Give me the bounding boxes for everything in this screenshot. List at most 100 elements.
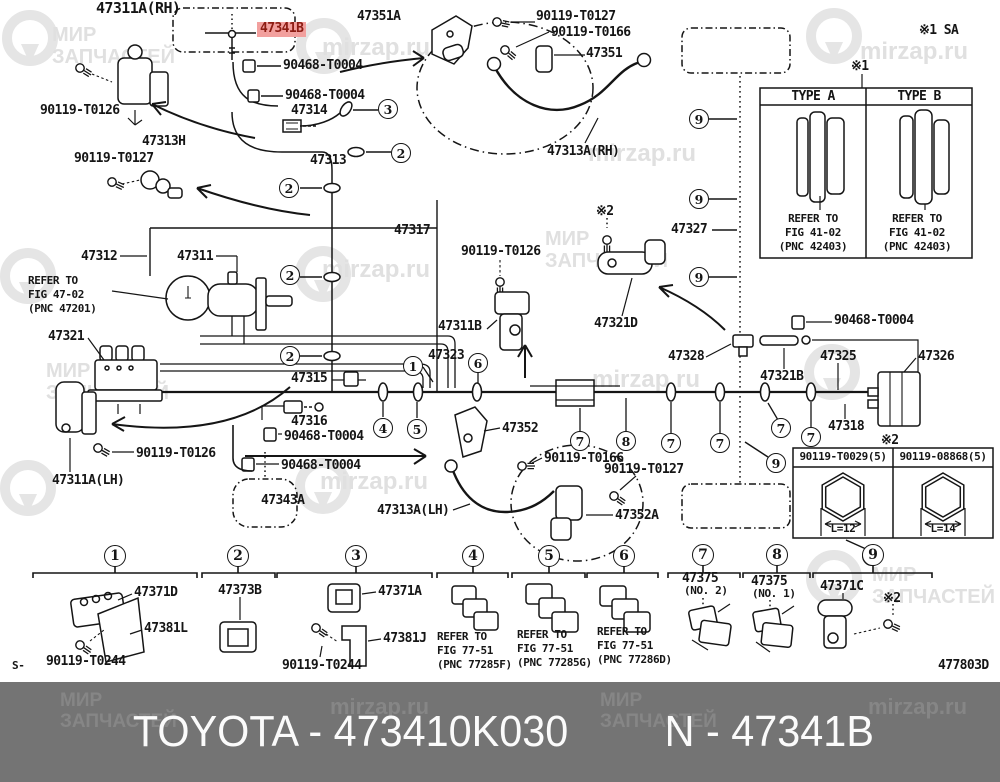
part-label: 90119-T0127: [536, 9, 616, 24]
refer-note: REFER TO FIG 47-02 (PNC 47201): [28, 274, 97, 315]
callout-1: 1: [403, 356, 423, 376]
part-label: 47328: [668, 349, 705, 364]
part-label: 47351: [586, 46, 623, 61]
part-label: 47381J: [383, 631, 427, 646]
nut-length-label: L=14: [930, 522, 956, 535]
part-label: 90119-T0244: [282, 658, 362, 673]
part-label: 90468-T0004: [285, 88, 365, 103]
valve-47313h-glyph: [105, 170, 183, 199]
section-callout-7: 7: [692, 544, 714, 566]
part-label: 90468-T0004: [283, 58, 363, 73]
callout-4: 4: [373, 418, 393, 438]
part-label: 47327: [671, 222, 708, 237]
part-label: 47312: [81, 249, 118, 264]
part-label: 90119-T0126: [461, 244, 541, 259]
part-label: 47321: [48, 329, 85, 344]
direction-arrows: [111, 50, 726, 465]
part-label: 47371A: [378, 584, 422, 599]
part-label: 47373B: [218, 583, 262, 598]
highlighted-part-label[interactable]: 47341B: [257, 21, 307, 37]
part-label: 47326: [918, 349, 955, 364]
diagram-code: 477803D: [938, 658, 989, 673]
section-callout-6: 6: [613, 545, 635, 567]
hose-47313a-rh-glyph: [486, 52, 652, 144]
callout-7: 7: [801, 427, 821, 447]
callout-6: 6: [468, 353, 488, 373]
valve-47311a-lh-glyph: [55, 381, 134, 472]
banner-catalog-number: TOYOTA - 473410K030: [133, 707, 569, 756]
watermark-logo-icon: [0, 460, 56, 516]
part-label: 47321D: [594, 316, 638, 331]
part-label: 47313H: [142, 134, 186, 149]
watermark-brand: МИР ЗАПЧАСТЕЙ: [872, 564, 995, 609]
callout-9: 9: [689, 267, 709, 287]
watermark-logo-icon: [2, 10, 58, 66]
section-callout-2: 2: [227, 545, 249, 567]
marker-label: ※1 SA: [919, 23, 959, 38]
watermark-logo-icon: [295, 246, 351, 302]
type-table-header-a: TYPE A: [791, 89, 835, 104]
nut-table-frame: [792, 447, 994, 539]
callout-9: 9: [689, 109, 709, 129]
watermark-site: mirzap.ru: [588, 140, 697, 167]
marker-label: ※2: [881, 433, 899, 448]
dotted-spine: [709, 76, 867, 550]
part-label: 47375: [751, 574, 788, 589]
watermark-site: mirzap.ru: [592, 366, 701, 393]
tee-47328-glyph: [705, 334, 754, 358]
part-label: 47314: [291, 103, 328, 118]
nut-table-header-left: 90119-T0029(5): [799, 450, 887, 463]
callout-7: 7: [771, 418, 791, 438]
part-label: 47311B: [438, 319, 482, 334]
part-label: 47343A: [261, 493, 305, 508]
part-label: 47311A(RH): [96, 0, 181, 17]
callout-2: 2: [280, 346, 300, 366]
callout-leaders: [382, 366, 812, 433]
master-cylinder-glyph: [111, 255, 293, 331]
callout-5: 5: [407, 419, 427, 439]
watermark-logo-icon: [806, 8, 862, 64]
refer-note: REFER TO FIG 77-51 (PNC 77286D): [597, 625, 672, 666]
part-label: 47316: [291, 414, 328, 429]
part-label: 47311A(LH): [52, 473, 125, 488]
section-brackets: [32, 566, 933, 578]
callout-2: 2: [280, 265, 300, 285]
part-label: 47318: [828, 419, 865, 434]
callout-7: 7: [710, 433, 730, 453]
callout-3: 3: [378, 99, 398, 119]
refer-note: REFER TO FIG 41-02 (PNC 42403): [778, 212, 848, 253]
bracket-47352-glyph: [454, 406, 637, 508]
tube-47321b-glyph: [759, 315, 919, 372]
watermark-brand: МИР ЗАПЧАСТЕЙ: [600, 690, 717, 733]
section-callout-4: 4: [462, 545, 484, 567]
part-label: 47371D: [134, 585, 178, 600]
block-47326-glyph: [837, 357, 921, 427]
watermark-site: mirzap.ru: [320, 468, 429, 495]
nut-length-label: L=12: [830, 522, 856, 535]
part-label: 90468-T0004: [281, 458, 361, 473]
dashed-frames: [172, 7, 791, 562]
watermark-site: mirzap.ru: [330, 694, 430, 719]
callout-9: 9: [689, 189, 709, 209]
section-callout-5: 5: [538, 545, 560, 567]
bracket-47351a-glyph: [431, 15, 585, 73]
s-mark-label: S-: [12, 659, 25, 672]
bracket-47321d-glyph: [597, 218, 666, 317]
part-label: 47313A(LH): [377, 503, 450, 518]
watermark-site: mirzap.ru: [868, 694, 968, 719]
type-table-header-b: TYPE B: [897, 89, 941, 104]
part-label: 47371C: [820, 579, 864, 594]
part-label: 47352: [502, 421, 539, 436]
refer-note: REFER TO FIG 41-02 (PNC 42403): [882, 212, 952, 253]
abs-actuator-47321-glyph: [87, 337, 163, 414]
part-label: 47321B: [760, 369, 804, 384]
part-label: 90468-T0004: [834, 313, 914, 328]
part-label: 90119-T0166: [551, 25, 631, 40]
part-label: 90119-T0244: [46, 654, 126, 669]
callout-7: 7: [570, 431, 590, 451]
watermark-site: mirzap.ru: [860, 38, 969, 65]
part-label: 47352A: [615, 508, 659, 523]
fitting-47315-47316-glyph: [232, 371, 366, 478]
